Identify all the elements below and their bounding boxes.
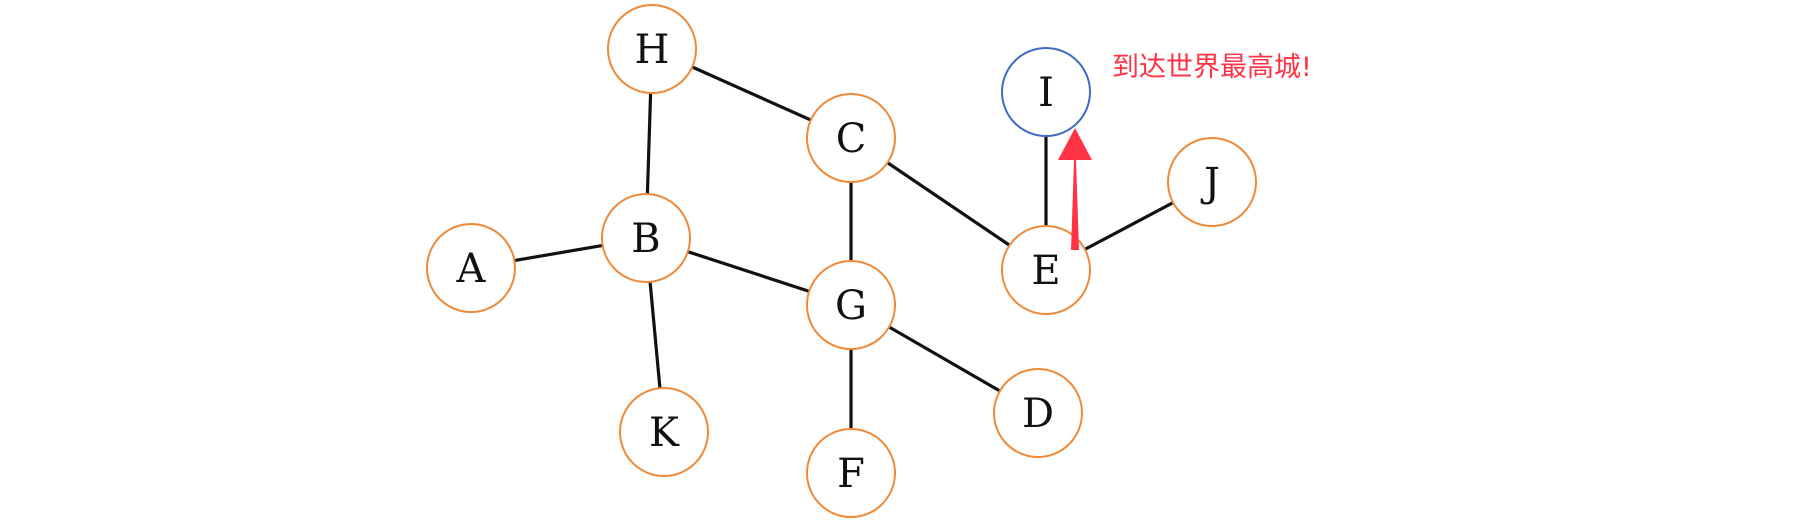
node-f: F — [806, 428, 896, 518]
node-circle-i — [1001, 47, 1091, 137]
node-b: B — [601, 193, 691, 283]
node-label-c: C — [836, 116, 867, 162]
node-circle-j — [1167, 137, 1257, 227]
node-c: C — [806, 93, 896, 183]
node-circle-a — [426, 223, 516, 313]
node-a: A — [426, 223, 516, 313]
node-label-j: J — [1200, 160, 1220, 206]
node-circle-d — [993, 368, 1083, 458]
node-label-b: B — [631, 216, 660, 262]
node-h: H — [607, 4, 697, 94]
node-label-g: G — [835, 283, 867, 329]
node-label-e: E — [1031, 248, 1060, 294]
node-circle-e — [1001, 225, 1091, 315]
node-circle-g — [806, 260, 896, 350]
node-g: G — [806, 260, 896, 350]
node-label-f: F — [837, 451, 865, 497]
node-label-i: I — [1038, 70, 1054, 116]
node-circle-b — [601, 193, 691, 283]
node-i: I — [1001, 47, 1091, 137]
annotation-layer: 到达世界最高城! — [1058, 52, 1312, 250]
node-circle-h — [607, 4, 697, 94]
node-label-d: D — [1022, 391, 1054, 437]
node-circle-f — [806, 428, 896, 518]
node-j: J — [1167, 137, 1257, 227]
node-circle-c — [806, 93, 896, 183]
node-label-h: H — [635, 27, 670, 73]
node-e: E — [1001, 225, 1091, 315]
node-circle-k — [619, 387, 709, 477]
node-label-k: K — [649, 410, 680, 456]
node-label-a: A — [456, 246, 487, 292]
annotation-arrow — [1058, 128, 1092, 250]
node-d: D — [993, 368, 1083, 458]
nodes-layer: A B C D E F G H I J K — [426, 4, 1257, 518]
annotation-text: 到达世界最高城! — [1112, 52, 1312, 83]
node-k: K — [619, 387, 709, 477]
